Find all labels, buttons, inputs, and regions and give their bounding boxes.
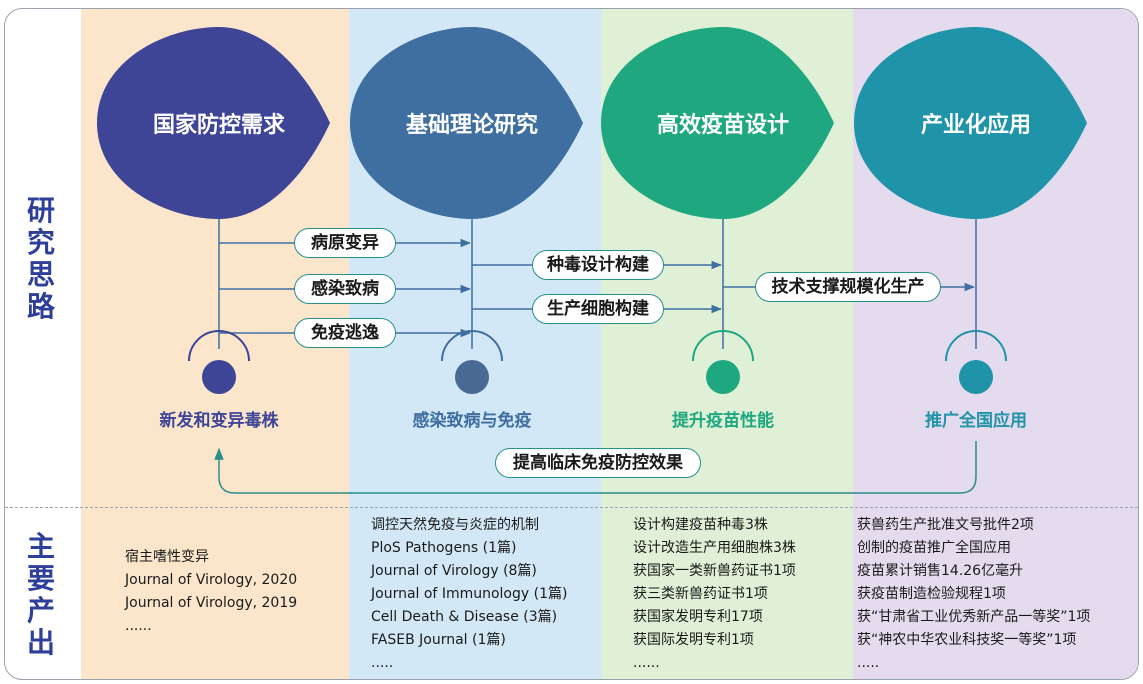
output-item: PloS Pathogens (1篇) — [371, 540, 517, 556]
step-pathogen-variation: 病原变异 — [294, 228, 396, 258]
target-dot-3 — [706, 360, 740, 394]
feedback-label: 提高临床免疫防控效果 — [495, 448, 701, 478]
step-immune-evasion: 免疫逃逸 — [294, 318, 396, 348]
target-dot-1 — [202, 360, 236, 394]
side-label-research: 研究思路 — [26, 194, 55, 323]
step-scale-production-support: 技术支撑规模化生产 — [755, 272, 941, 302]
stage-title-4: 产业化应用 — [920, 113, 1031, 138]
output-item: Journal of Immunology (1篇) — [371, 586, 568, 602]
stage-title-1: 国家防控需求 — [152, 113, 285, 138]
output-item: 疫苗累计销售14.26亿毫升 — [857, 563, 1024, 579]
stage-head-4-shape — [854, 27, 1087, 219]
output-item: 设计构建疫苗种毒3株 — [633, 517, 768, 533]
output-list-2: 调控天然免疫与炎症的机制 PloS Pathogens (1篇) Journal… — [371, 514, 567, 675]
step-seed-virus-design: 种毒设计构建 — [532, 250, 664, 280]
output-list-3: 设计构建疫苗种毒3株 设计改造生产用细胞株3株 获国家一类新兽药证书1项 获三类… — [633, 514, 796, 675]
feedback-loop-arrow — [214, 441, 977, 494]
output-item: 获“甘肃省工业优秀新产品一等奖”1项 — [857, 609, 1091, 625]
stage-title-2: 基础理论研究 — [405, 113, 538, 138]
target-dot-4 — [959, 360, 993, 394]
output-item: 设计改造生产用细胞株3株 — [633, 540, 796, 556]
stage-target-1: 新发和变异毒株 — [159, 411, 279, 431]
output-item: 获国际发明专利1项 — [633, 632, 754, 648]
output-item: Cell Death & Disease (3篇) — [371, 609, 558, 625]
stage-target-2: 感染致病与免疫 — [412, 411, 532, 431]
output-item: ...... — [125, 618, 152, 634]
diagram-frame: 研究思路 主要产出 — [4, 8, 1139, 680]
output-item: Journal of Virology, 2020 — [125, 572, 298, 588]
output-item: 宿主嗜性变异 — [125, 549, 209, 565]
target-dot-2 — [455, 360, 489, 394]
side-label-output: 主要产出 — [26, 530, 55, 659]
step-production-cell-construction: 生产细胞构建 — [532, 294, 664, 324]
stage-title-3: 高效疫苗设计 — [656, 113, 789, 138]
step-infection-pathogenesis: 感染致病 — [294, 274, 396, 304]
flow-graphics — [97, 27, 1087, 494]
output-item: Journal of Virology, 2019 — [125, 595, 298, 611]
stage-head-1-shape — [97, 27, 330, 219]
output-list-1: 宿主嗜性变异 Journal of Virology, 2020 Journal… — [125, 546, 297, 638]
stage-head-3-shape — [601, 27, 834, 219]
stage-head-2-shape — [350, 27, 583, 219]
output-item: 获三类新兽药证书1项 — [633, 586, 768, 602]
output-list-4: 获兽药生产批准文号批件2项 创制的疫苗推广全国应用 疫苗累计销售14.26亿毫升… — [857, 514, 1090, 675]
output-item: 获兽药生产批准文号批件2项 — [857, 517, 1034, 533]
output-item: FASEB Journal (1篇) — [371, 632, 506, 648]
output-item: ..... — [371, 655, 394, 671]
output-item: 获国家一类新兽药证书1项 — [633, 563, 796, 579]
output-item: 获国家发明专利17项 — [633, 609, 763, 625]
output-item: 调控天然免疫与炎症的机制 — [371, 517, 539, 533]
output-item: ..... — [857, 655, 880, 671]
output-item: ...... — [633, 655, 660, 671]
section-divider — [5, 507, 1138, 508]
output-item: 获疫苗制造检验规程1项 — [857, 586, 1006, 602]
output-item: Journal of Virology (8篇) — [371, 563, 537, 579]
output-item: 创制的疫苗推广全国应用 — [857, 540, 1011, 556]
stage-target-3: 提升疫苗性能 — [672, 411, 774, 431]
stage-target-4: 推广全国应用 — [925, 411, 1027, 431]
output-item: 获“神农中华农业科技奖一等奖”1项 — [857, 632, 1077, 648]
